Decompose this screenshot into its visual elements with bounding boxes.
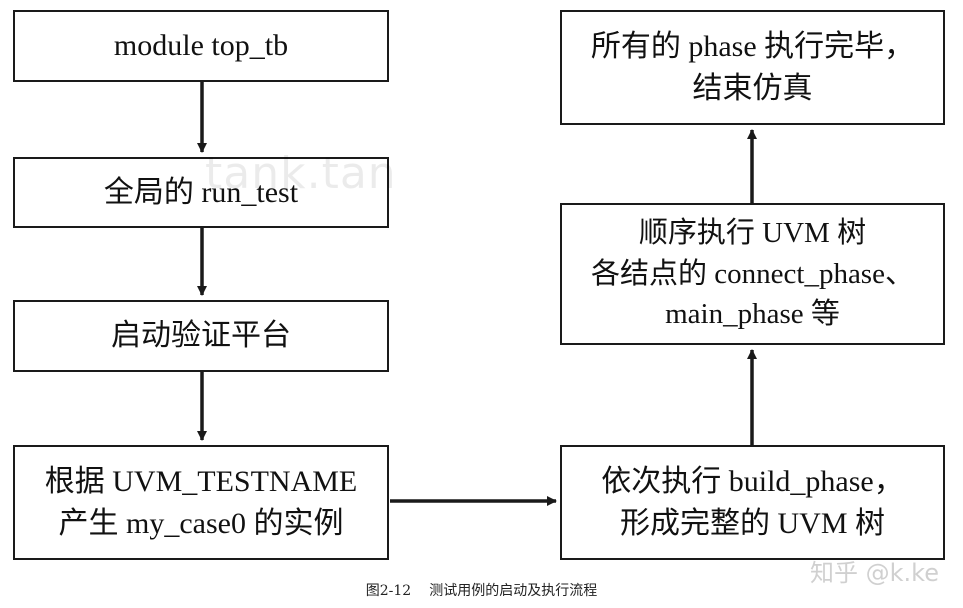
node-text: 根据 UVM_TESTNAME [44, 464, 358, 498]
caption-figure-number: 图2-12 [365, 583, 412, 599]
node-text: 形成完整的 UVM 树 [619, 506, 885, 540]
node-text: 各结点的 connect_phase、 [591, 257, 914, 290]
node-text: module top_tb [113, 29, 289, 62]
node-text: 所有的 phase 执行完毕， [590, 29, 915, 63]
node-start-platform: 启动验证平台 [13, 300, 389, 372]
node-module-top-tb: module top_tb [13, 10, 389, 82]
node-create-case: 根据 UVM_TESTNAME 产生 my_case0 的实例 [13, 445, 389, 560]
figure-caption: 图2-12 测试用例的启动及执行流程 [0, 580, 963, 600]
node-global-run-test: 全局的 run_test [13, 157, 389, 228]
node-finish: 所有的 phase 执行完毕， 结束仿真 [560, 10, 945, 125]
node-text: main_phase 等 [665, 298, 840, 331]
node-text: 启动验证平台 [111, 319, 291, 352]
node-text: 全局的 run_test [103, 175, 299, 209]
node-sequential-phases: 顺序执行 UVM 树 各结点的 connect_phase、 main_phas… [560, 203, 945, 345]
node-text: 产生 my_case0 的实例 [58, 506, 344, 540]
node-build-phase: 依次执行 build_phase， 形成完整的 UVM 树 [560, 445, 945, 560]
node-text: 依次执行 build_phase， [601, 464, 904, 498]
caption-text: 测试用例的启动及执行流程 [429, 583, 598, 599]
node-text: 顺序执行 UVM 树 [638, 217, 867, 250]
node-text: 结束仿真 [692, 71, 813, 105]
